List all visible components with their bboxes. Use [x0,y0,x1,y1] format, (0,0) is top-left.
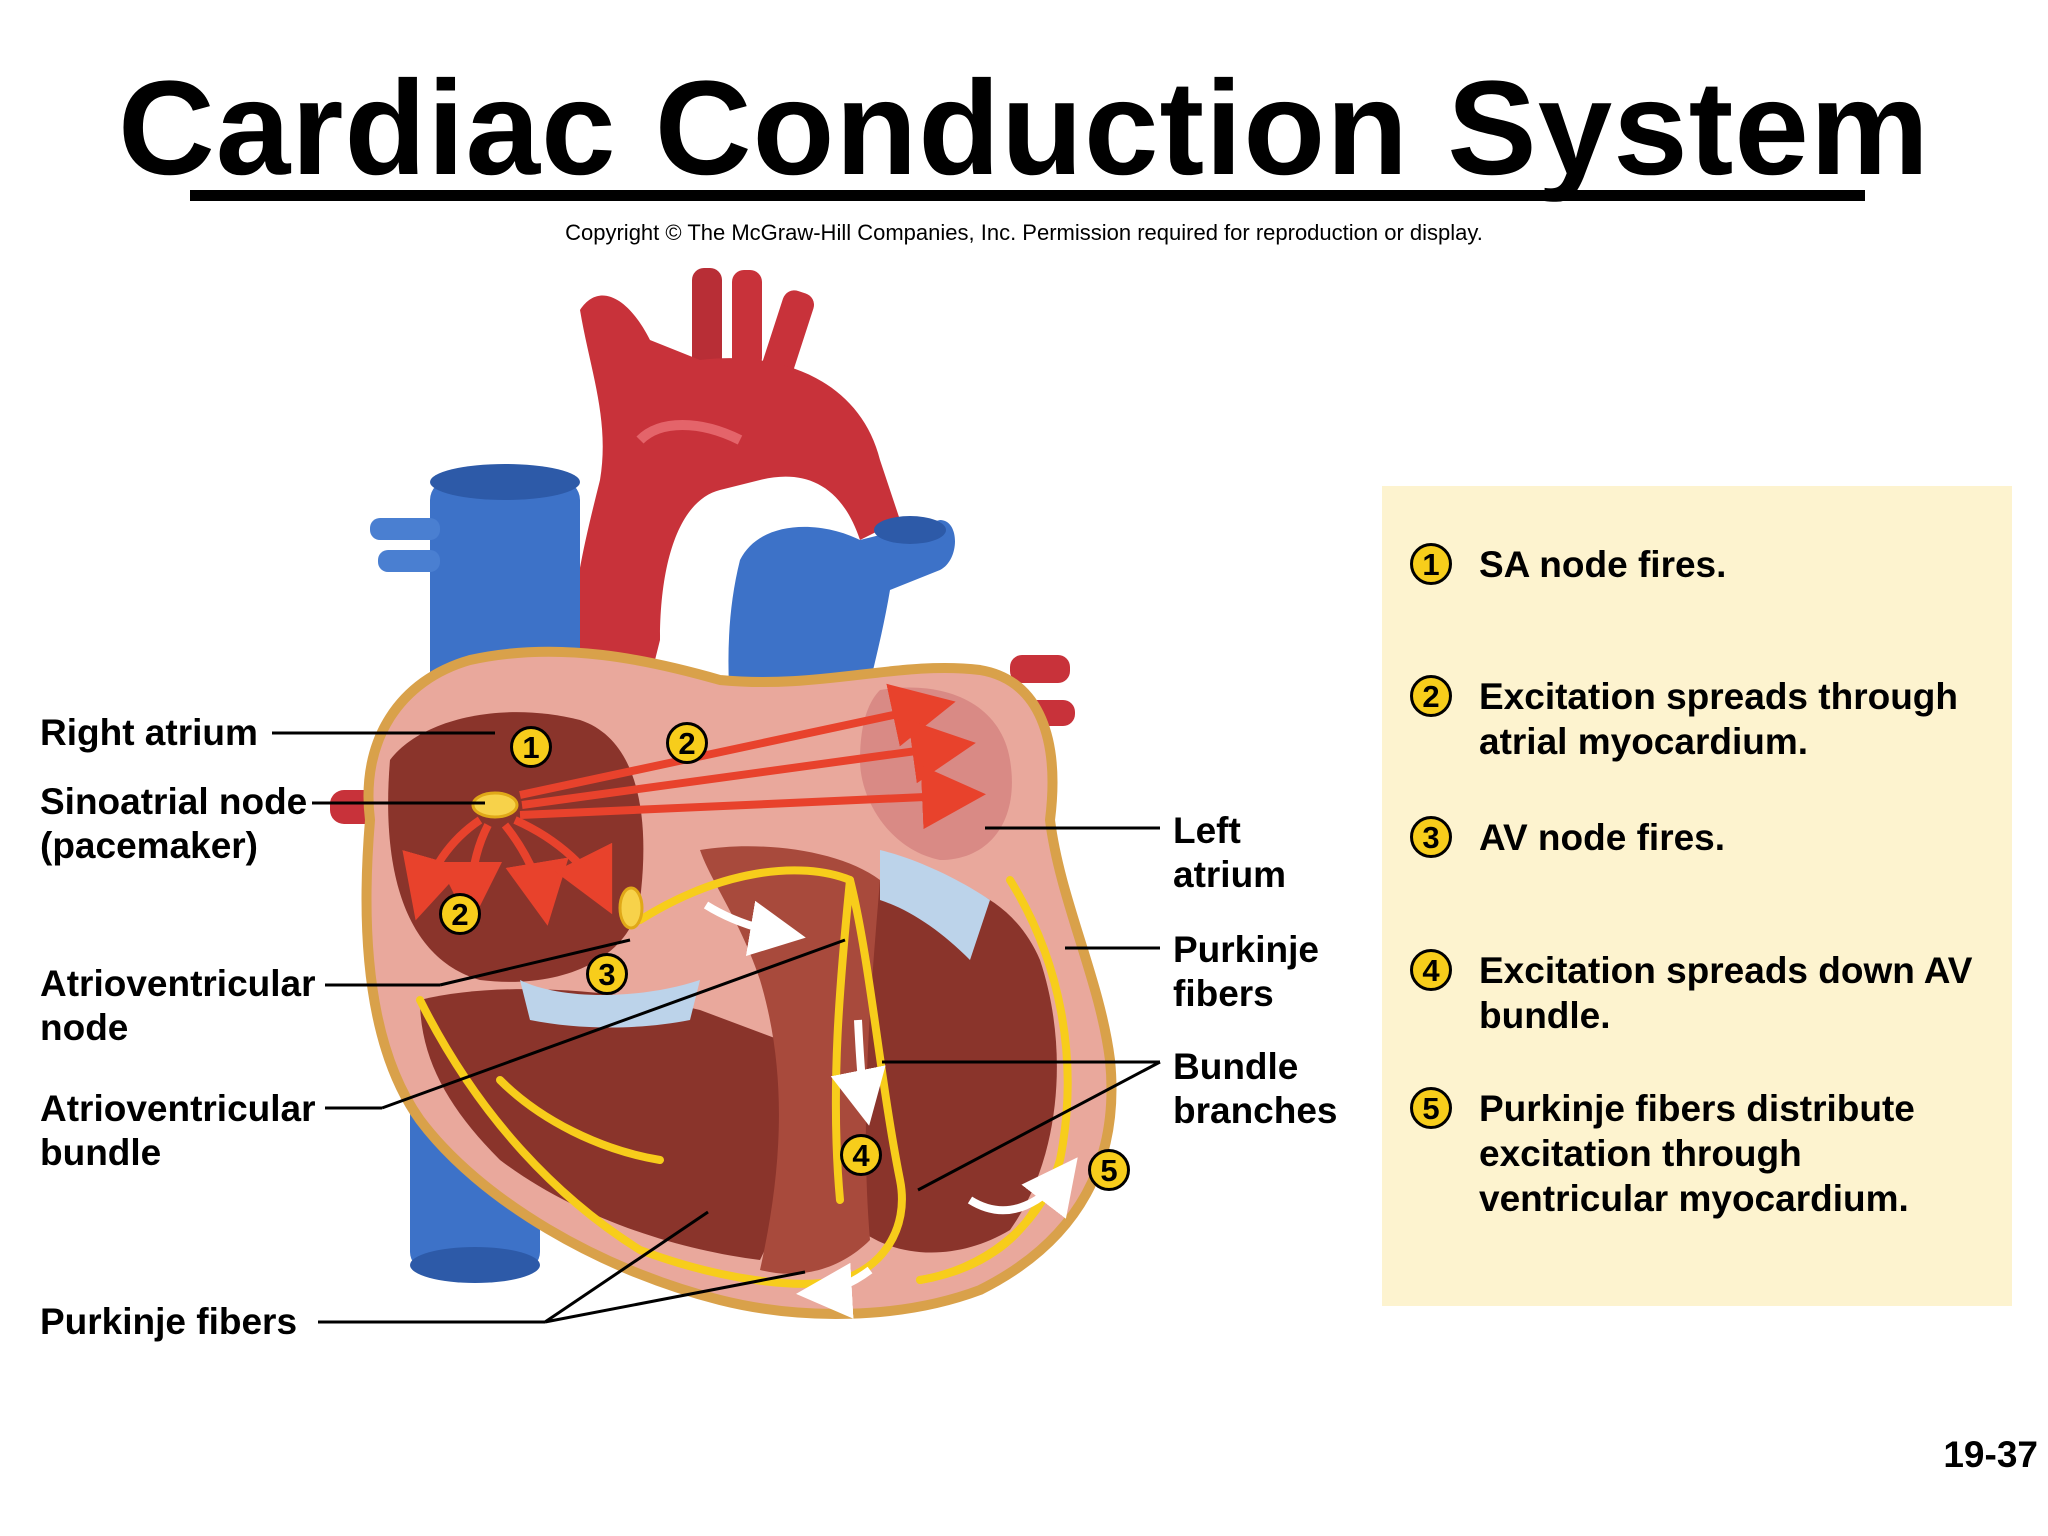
tricuspid-valve [520,980,700,1028]
aorta [571,268,900,720]
step-5: 5 Purkinje fibers distribute excitation … [1410,1086,1999,1221]
left-ventricle-chamber [854,877,1057,1253]
label-right-atrium: Right atrium [40,712,258,753]
step-2: 2 Excitation spreads through atrial myoc… [1410,674,1999,764]
leader-lines [272,731,1161,1324]
step-3-number: 3 [1410,816,1452,858]
label-sinoatrial-node: Sinoatrial node [40,781,308,822]
step-5-number: 5 [1410,1087,1452,1129]
marker-1: 1 [510,726,552,768]
marker-4: 4 [840,1134,882,1176]
right-ventricle-chamber [420,989,791,1260]
label-purkinje-fibers-left: Purkinje fibers [40,1301,298,1342]
marker-3: 3 [586,953,628,995]
flow-arrows [703,900,1078,1319]
step-5-text: Purkinje fibers distribute excitation th… [1479,1088,1915,1219]
copyright-notice: Copyright © The McGraw-Hill Companies, I… [565,220,1483,245]
label-left-atrium-line1: Left [1173,810,1241,851]
step-4-number: 4 [1410,949,1452,991]
label-av-bundle-line1: Atrioventricular [40,1088,316,1129]
label-purkinje-right-line2: fibers [1173,973,1274,1014]
label-left-atrium-line2: atrium [1173,854,1287,895]
step-3-text: AV node fires. [1479,817,1726,858]
av-node [618,886,644,930]
marker-2-atria: 2 [666,722,708,764]
step-3: 3 AV node fires. [1410,815,1999,860]
label-purkinje-right-line1: Purkinje [1173,929,1319,970]
page-title: Cardiac Conduction System [117,54,1930,203]
step-2-number: 2 [1410,675,1452,717]
step-1: 1 SA node fires. [1410,542,1999,587]
label-bundle-branches-line2: branches [1173,1090,1338,1131]
title-underline [190,190,1865,201]
label-av-node-line2: node [40,1007,129,1048]
step-1-number: 1 [1410,543,1452,585]
marker-2-right-atrium: 2 [439,893,481,935]
label-av-bundle-line2: bundle [40,1132,162,1173]
mitral-valve [880,850,990,960]
label-bundle-branches-line1: Bundle [1173,1046,1299,1087]
steps-panel [1382,486,2012,1306]
step-4: 4 Excitation spreads down AV bundle. [1410,948,1999,1038]
page-number: 19-37 [1943,1434,2038,1475]
label-av-node-line1: Atrioventricular [40,963,316,1004]
label-pacemaker: (pacemaker) [40,825,259,866]
atrial-spread-arrows [402,683,986,926]
sa-node [471,791,519,819]
step-1-text: SA node fires. [1479,544,1727,585]
step-2-text: Excitation spreads through atrial myocar… [1479,676,1959,762]
marker-5: 5 [1088,1149,1130,1191]
step-4-text: Excitation spreads down AV bundle. [1479,950,1973,1036]
